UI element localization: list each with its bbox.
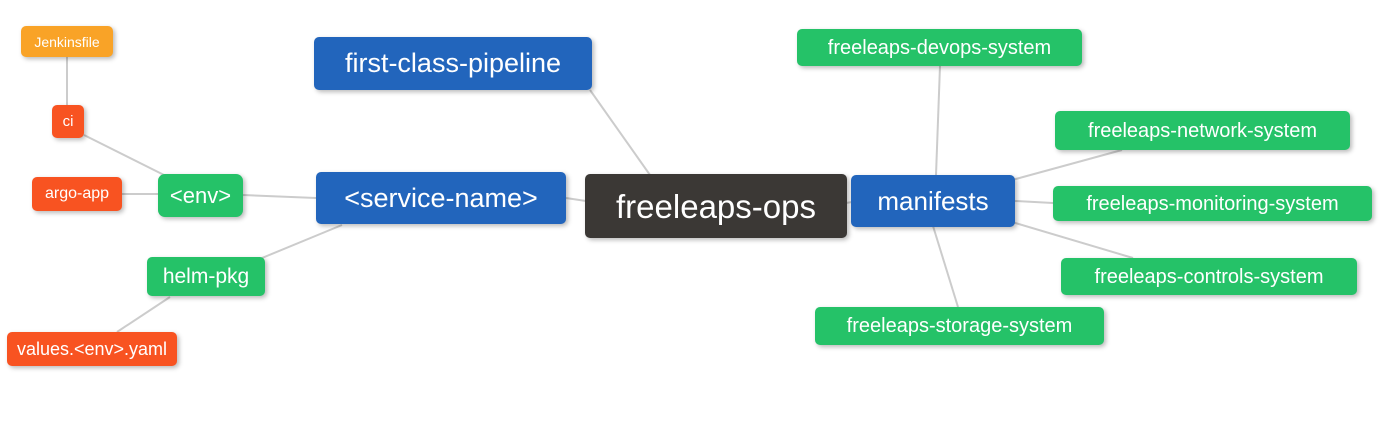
node-freeleaps-ops[interactable]: freeleaps-ops	[585, 174, 847, 238]
node-first-class-pipeline[interactable]: first-class-pipeline	[314, 37, 592, 90]
edge-manifests-controls	[1011, 221, 1134, 259]
node-freeleaps-monitoring-system[interactable]: freeleaps-monitoring-system	[1053, 186, 1372, 221]
node-service-name[interactable]: <service-name>	[316, 172, 566, 224]
edge-manifests-devops	[935, 65, 941, 176]
node-freeleaps-network-system[interactable]: freeleaps-network-system	[1055, 111, 1350, 150]
edge-env-service-name	[242, 194, 317, 199]
node-ci[interactable]: ci	[52, 105, 84, 138]
edge-pipeline-freeleaps-ops	[589, 89, 651, 176]
edge-manifests-monitoring	[1014, 200, 1054, 204]
node-freeleaps-devops-system[interactable]: freeleaps-devops-system	[797, 29, 1082, 66]
node-helm-pkg[interactable]: helm-pkg	[147, 257, 265, 296]
node-jenkinsfile[interactable]: Jenkinsfile	[21, 26, 113, 57]
node-freeleaps-storage-system[interactable]: freeleaps-storage-system	[815, 307, 1104, 345]
edge-ci-env	[83, 134, 169, 178]
node-freeleaps-controls-system[interactable]: freeleaps-controls-system	[1061, 258, 1357, 295]
node-argo-app[interactable]: argo-app	[32, 177, 122, 211]
edge-manifests-storage	[932, 225, 959, 308]
edge-helm-pkg-service-name	[261, 224, 343, 259]
node-env[interactable]: <env>	[158, 174, 243, 217]
edge-manifests-network	[1011, 149, 1123, 181]
edge-values-helm-pkg	[116, 296, 171, 333]
edge-service-name-freeleaps-ops	[565, 197, 587, 202]
node-values-env-yaml[interactable]: values.<env>.yaml	[7, 332, 177, 366]
node-manifests[interactable]: manifests	[851, 175, 1015, 227]
